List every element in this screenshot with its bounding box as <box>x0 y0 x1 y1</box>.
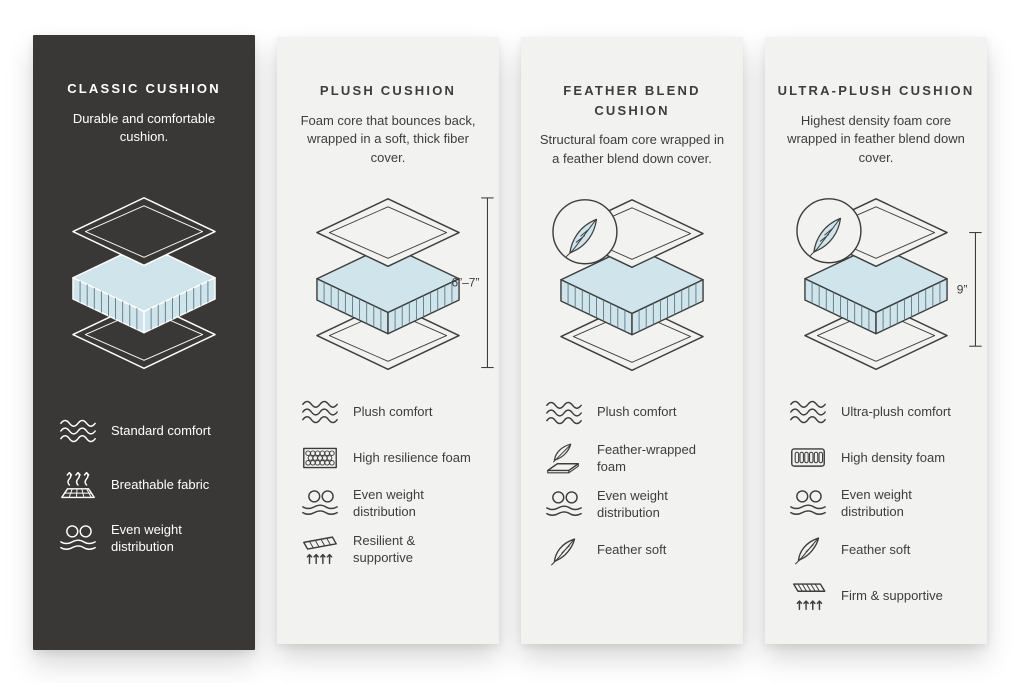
feature-label: Ultra-plush comfort <box>841 403 951 419</box>
dimension-marker: 6”–7” <box>452 197 494 369</box>
feature-label: Feather soft <box>597 542 667 558</box>
dimension-marker: 9” <box>957 232 982 347</box>
waves-icon <box>787 395 829 429</box>
feature-label: Even weight distribution <box>841 487 912 520</box>
feature-label: Even weight distribution <box>111 522 182 555</box>
cushion-diagram: 6”–7” <box>316 197 494 371</box>
feature-row: Plush comfort <box>299 395 499 429</box>
even-weight-icon <box>299 487 341 521</box>
bottom-cover-layer <box>560 301 704 371</box>
cushion-illustration: 6”–7” <box>277 190 499 379</box>
feature-row: Standard comfort <box>57 414 255 448</box>
cushion-comparison-infographic: CLASSIC CUSHION Durable and comfortable … <box>33 35 987 650</box>
cushion-illustration: 9” <box>765 190 987 379</box>
feature-list: Plush comfort Feather-wrapped foam Even … <box>521 396 743 568</box>
card-title: FEATHER BLEND CUSHION <box>563 83 701 118</box>
feature-row: Firm & supportive <box>787 579 987 613</box>
card-description: Foam core that bounces back, wrapped in … <box>300 112 476 166</box>
top-cover-layer <box>316 198 460 268</box>
foam-core-layer <box>804 244 948 335</box>
cushion-illustration <box>33 189 255 378</box>
breathable-fabric-icon <box>57 468 99 502</box>
feature-label: High resilience foam <box>353 449 471 465</box>
feature-label: Feather soft <box>841 541 911 557</box>
feature-row: Feather soft <box>787 533 987 567</box>
card-ultra-plush-cushion: ULTRA-PLUSH CUSHION Highest density foam… <box>765 37 987 644</box>
feature-row: High density foam <box>787 441 987 475</box>
card-title: CLASSIC CUSHION <box>67 81 221 96</box>
feature-list: Ultra-plush comfort High density foam Ev… <box>765 395 987 613</box>
cushion-diagram: 9” <box>796 198 982 371</box>
honeycomb-foam-icon <box>299 441 341 475</box>
foam-core-layer <box>316 244 460 335</box>
feature-row: Feather soft <box>543 534 743 568</box>
foam-core-layer <box>560 244 704 336</box>
feature-label: Even weight distribution <box>597 487 668 520</box>
waves-icon <box>543 396 585 430</box>
feature-label: Plush comfort <box>353 403 433 419</box>
firm-supportive-icon <box>787 579 829 613</box>
feather-icon <box>787 533 829 567</box>
cushion-diagram <box>72 197 216 370</box>
feature-row: Even weight distribution <box>299 487 499 521</box>
feature-row: Even weight distribution <box>57 522 255 556</box>
card-plush-cushion: PLUSH CUSHION Foam core that bounces bac… <box>277 37 499 644</box>
bottom-cover-layer <box>72 300 216 370</box>
feature-label: Resilient & supportive <box>353 533 416 566</box>
foam-core-layer <box>72 243 216 334</box>
feature-label: Firm & supportive <box>841 587 943 603</box>
feature-row: Resilient & supportive <box>299 533 499 567</box>
high-density-foam-icon <box>787 441 829 475</box>
card-feather-blend-cushion: FEATHER BLEND CUSHION Structural foam co… <box>521 37 743 644</box>
bottom-cover-layer <box>804 301 948 371</box>
waves-icon <box>299 395 341 429</box>
feature-label: High density foam <box>841 449 946 465</box>
feature-row: Feather-wrapped foam <box>543 442 743 476</box>
feature-row: Breathable fabric <box>57 468 255 502</box>
cushion-diagram <box>552 198 704 371</box>
feather-badge <box>552 198 618 265</box>
resilient-supportive-icon <box>299 533 341 567</box>
feature-row: High resilience foam <box>299 441 499 475</box>
card-description: Durable and comfortable cushion. <box>72 110 216 145</box>
feature-row: Even weight distribution <box>543 488 743 522</box>
card-description: Structural foam core wrapped in a feathe… <box>539 132 725 166</box>
bottom-cover-layer <box>316 301 460 371</box>
even-weight-icon <box>787 487 829 521</box>
feather-wrapped-foam-icon <box>543 442 585 476</box>
feature-label: Plush comfort <box>597 404 677 420</box>
feature-label: Feather-wrapped foam <box>597 441 696 474</box>
feature-row: Ultra-plush comfort <box>787 395 987 429</box>
card-title: ULTRA-PLUSH CUSHION <box>777 83 975 98</box>
feather-badge <box>796 198 862 264</box>
waves-icon <box>57 414 99 448</box>
even-weight-icon <box>543 488 585 522</box>
feature-label: Even weight distribution <box>353 487 424 520</box>
feature-label: Standard comfort <box>111 422 211 438</box>
even-weight-icon <box>57 522 99 556</box>
card-title: PLUSH CUSHION <box>319 83 457 98</box>
dimension-label: 9” <box>957 282 968 296</box>
top-cover-layer <box>72 197 216 267</box>
card-classic-cushion: CLASSIC CUSHION Durable and comfortable … <box>33 35 255 650</box>
feature-list: Plush comfort High resilience foam Even … <box>277 395 499 567</box>
feature-label: Breathable fabric <box>111 476 210 492</box>
card-description: Highest density foam core wrapped in fea… <box>787 112 965 166</box>
dimension-label: 6”–7” <box>452 276 480 290</box>
feature-row: Even weight distribution <box>787 487 987 521</box>
cushion-illustration <box>521 191 743 380</box>
feature-list: Standard comfort Breathable fabric Even … <box>33 414 255 556</box>
feather-icon <box>543 534 585 568</box>
feature-row: Plush comfort <box>543 396 743 430</box>
